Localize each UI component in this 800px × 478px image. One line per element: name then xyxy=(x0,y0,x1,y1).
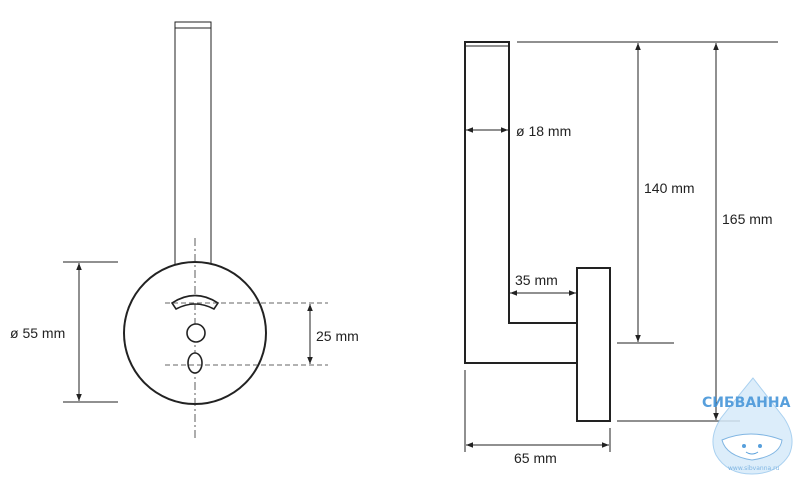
wall-plate xyxy=(576,267,611,422)
rod-diameter-label: ø 18 mm xyxy=(516,123,571,139)
holes-spacing-label: 25 mm xyxy=(316,328,359,344)
diameter-label: ø 55 mm xyxy=(10,325,65,341)
upper-slot xyxy=(170,294,220,311)
middle-hole xyxy=(186,323,206,343)
rod-front xyxy=(174,21,212,269)
height-short-label: 140 mm xyxy=(644,180,695,196)
front-view: 25 mm ø 55 mm xyxy=(10,21,359,438)
holder-profile xyxy=(464,41,578,364)
watermark-url: www.sibvanna.ru xyxy=(728,465,780,472)
watermark-brand: СИБВАННА xyxy=(702,395,791,411)
depth-label: 65 mm xyxy=(514,450,557,466)
lower-hole xyxy=(187,352,203,374)
arm-length-label: 35 mm xyxy=(515,272,558,288)
bathtub-icon xyxy=(721,433,783,461)
height-total-label: 165 mm xyxy=(722,211,773,227)
watermark-logo: СИБВАННА www.sibvanna.ru xyxy=(702,377,793,475)
